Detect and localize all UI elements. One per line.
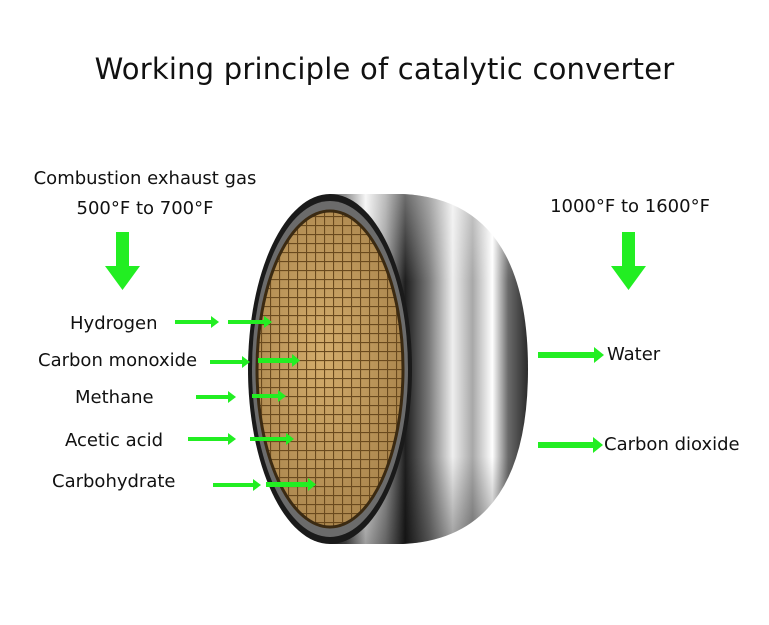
output-label-carbon-dioxide: Carbon dioxide	[604, 434, 740, 455]
input-label-acetic-acid: Acetic acid	[65, 430, 163, 451]
input-label-carbohydrate: Carbohydrate	[52, 471, 176, 492]
outlet-arrow-down	[611, 232, 646, 290]
output-label-water: Water	[607, 344, 661, 365]
diagram-title: Working principle of catalytic converter	[94, 52, 675, 86]
inlet-temperature: 500°F to 700°F	[76, 198, 214, 219]
output-arrows	[538, 347, 604, 453]
input-label-carbon-monoxide: Carbon monoxide	[38, 350, 198, 371]
input-label-methane: Methane	[75, 387, 154, 408]
input-label-hydrogen: Hydrogen	[70, 313, 158, 334]
inlet-arrow-down	[105, 232, 140, 290]
honeycomb-substrate	[255, 209, 405, 529]
input-arrows	[175, 316, 316, 491]
outlet-temperature: 1000°F to 1600°F	[550, 196, 710, 217]
inlet-label: Combustion exhaust gas	[33, 168, 257, 189]
